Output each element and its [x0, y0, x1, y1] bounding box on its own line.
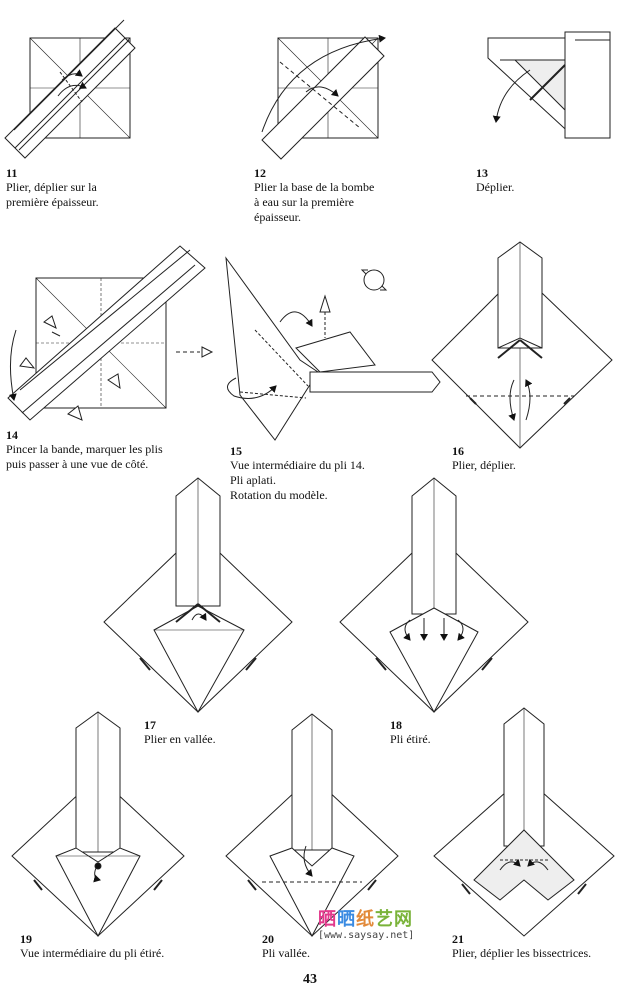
diagram-step-11 — [4, 19, 136, 159]
page-number: 43 — [303, 972, 317, 987]
step-number: 13 — [476, 166, 488, 180]
step-number: 11 — [6, 166, 18, 180]
step-text-line: Plier en vallée. — [144, 732, 216, 746]
diagram-step-19 — [11, 711, 185, 938]
step-16-caption: 16 Plier, déplier. — [452, 444, 612, 473]
watermark: 晒晒纸艺网 [www.saysay.net] — [318, 905, 448, 941]
diagram-step-16 — [431, 241, 613, 449]
diagram-step-15 — [225, 256, 441, 441]
step-number: 15 — [230, 444, 242, 458]
watermark-url: [www.saysay.net] — [318, 930, 415, 941]
step-text-line: Pli aplati. — [230, 473, 276, 487]
step-number: 21 — [452, 932, 464, 946]
watermark-logo-part: 艺网 — [375, 909, 413, 930]
step-text-line: Vue intermédiaire du pli étiré. — [20, 946, 165, 960]
watermark-logo-part: 纸 — [356, 909, 375, 930]
step-number: 17 — [144, 718, 156, 732]
step-15-caption: 15 Vue intermédiaire du pli 14. Pli apla… — [230, 444, 440, 503]
step-text-line: Plier la base de la bombe — [254, 180, 375, 194]
step-text-line: Vue intermédiaire du pli 14. — [230, 458, 365, 472]
diagram-step-18 — [339, 477, 529, 714]
step-20-caption: 20 Pli vallée. — [262, 932, 382, 961]
step-number: 18 — [390, 718, 402, 732]
step-21-caption: 21 Plier, déplier les bissectrices. — [452, 932, 618, 961]
step-number: 20 — [262, 932, 274, 946]
step-14-caption: 14 Pincer la bande, marquer les plis pui… — [6, 428, 236, 472]
step-text-line: puis passer à une vue de côté. — [6, 457, 149, 471]
step-text-line: première épaisseur. — [6, 195, 99, 209]
diagram-step-21 — [433, 707, 615, 937]
step-17-caption: 17 Plier en vallée. — [144, 718, 294, 747]
step-11-caption: 11 Plier, déplier sur la première épaiss… — [6, 166, 246, 210]
step-text-line: Pli vallée. — [262, 946, 310, 960]
diagram-step-14 — [7, 245, 214, 421]
step-number: 16 — [452, 444, 464, 458]
diagram-step-17 — [103, 477, 293, 714]
step-text-line: Déplier. — [476, 180, 515, 194]
step-text-line: Rotation du modèle. — [230, 488, 328, 502]
step-text-line: épaisseur. — [254, 210, 301, 224]
step-text-line: Plier, déplier. — [452, 458, 516, 472]
diagram-step-13 — [487, 31, 611, 139]
step-text-line: Plier, déplier sur la — [6, 180, 97, 194]
step-12-caption: 12 Plier la base de la bombe à eau sur l… — [254, 166, 464, 225]
step-text-line: Plier, déplier les bissectrices. — [452, 946, 592, 960]
step-18-caption: 18 Pli étiré. — [390, 718, 540, 747]
watermark-logo: 晒晒纸艺网 — [318, 905, 448, 931]
step-number: 19 — [20, 932, 32, 946]
step-number: 12 — [254, 166, 266, 180]
watermark-logo-part: 晒 — [318, 909, 337, 930]
step-number: 14 — [6, 428, 18, 442]
diagram-step-20 — [225, 713, 399, 938]
step-text-line: Pincer la bande, marquer les plis — [6, 442, 163, 456]
step-19-caption: 19 Vue intermédiaire du pli étiré. — [20, 932, 220, 961]
step-text-line: à eau sur la première — [254, 195, 354, 209]
step-13-caption: 13 Déplier. — [476, 166, 616, 195]
watermark-logo-part: 晒 — [337, 909, 356, 930]
diagram-step-12 — [261, 34, 386, 160]
step-text-line: Pli étiré. — [390, 732, 431, 746]
